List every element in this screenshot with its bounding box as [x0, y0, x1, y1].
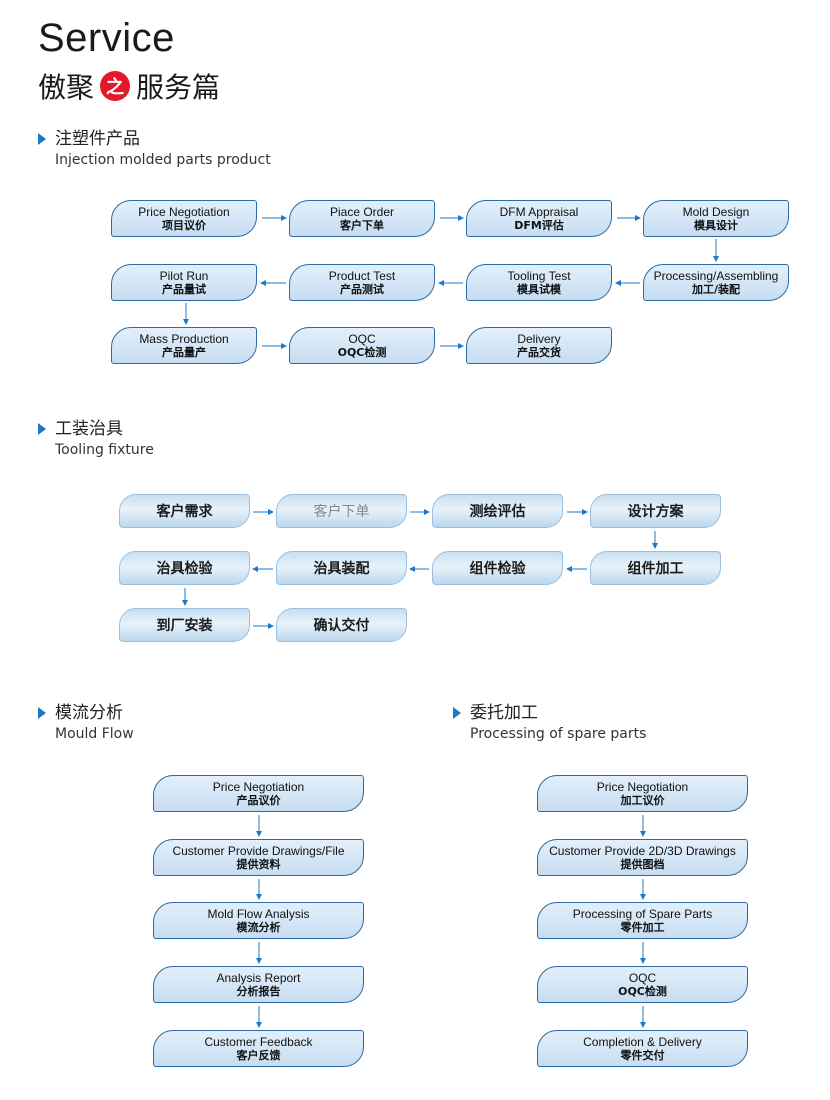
- step-cn: 加工/装配: [691, 282, 741, 296]
- step-cn: 提供资料: [236, 857, 281, 871]
- tooling-step: 设计方案: [590, 494, 721, 528]
- step-en: Piace Order: [329, 204, 395, 219]
- section-title-en: Tooling fixture: [55, 442, 154, 458]
- triangle-bullet-icon: [38, 423, 46, 435]
- step-en: OQC: [348, 331, 376, 346]
- step-cn: OQC检测: [337, 345, 387, 359]
- step-cn: 加工议价: [620, 793, 665, 807]
- tooling-step: 测绘评估: [432, 494, 563, 528]
- section-title-cn: 注塑件产品: [55, 129, 140, 149]
- step-cn: 零件加工: [620, 920, 665, 934]
- section-title-en: Processing of spare parts: [470, 726, 647, 742]
- triangle-bullet-icon: [38, 707, 46, 719]
- step-en: Analysis Report: [216, 970, 301, 985]
- step-cn: 产品测试: [340, 282, 384, 296]
- step-cn: 分析报告: [236, 984, 281, 998]
- step-en: DFM Appraisal: [499, 204, 579, 219]
- step-cn: OQC检测: [618, 984, 667, 998]
- step-en: Pilot Run: [159, 268, 209, 283]
- subtitle-right: 服务篇: [136, 71, 221, 104]
- section-spare-heading: 委托加工 Processing of spare parts: [453, 702, 646, 744]
- step-cn: 模流分析: [236, 920, 281, 934]
- section-tooling-heading: 工装治具 Tooling fixture: [38, 418, 154, 460]
- section-title-cn: 模流分析: [55, 703, 123, 723]
- section-mould-heading: 模流分析 Mould Flow: [38, 702, 134, 744]
- step-en: Product Test: [328, 268, 396, 283]
- section-title-en: Mould Flow: [55, 726, 134, 742]
- step-cn: 产品量产: [162, 345, 206, 359]
- triangle-bullet-icon: [38, 133, 46, 145]
- step-en: Customer Provide 2D/3D Drawings: [549, 843, 736, 858]
- tooling-step: 客户需求: [119, 494, 250, 528]
- tooling-step: 确认交付: [276, 608, 407, 642]
- tooling-step: 治具装配: [276, 551, 407, 585]
- step-cn: 产品量试: [162, 282, 206, 296]
- step-en: Price Negotiation: [138, 204, 230, 219]
- step-en: Mold Flow Analysis: [207, 906, 310, 921]
- step-cn: 客户下单: [340, 218, 384, 232]
- step-en: Price Negotiation: [212, 779, 305, 794]
- badge-icon: 之: [100, 71, 131, 101]
- tooling-step: 组件加工: [590, 551, 721, 585]
- step-cn: 产品交货: [517, 345, 561, 359]
- step-en: Processing/Assembling: [653, 268, 779, 283]
- tooling-step: 治具检验: [119, 551, 250, 585]
- section-injection-heading: 注塑件产品 Injection molded parts product: [38, 128, 271, 170]
- tooling-step: 组件检验: [432, 551, 563, 585]
- step-cn: 项目议价: [162, 218, 206, 232]
- step-en: Tooling Test: [507, 268, 571, 283]
- step-cn: 零件交付: [620, 1048, 665, 1062]
- page-title: Service: [38, 16, 175, 60]
- tooling-step: 客户下单: [276, 494, 407, 528]
- tooling-step: 到厂安装: [119, 608, 250, 642]
- section-title-cn: 委托加工: [470, 703, 538, 723]
- step-cn: 客户反馈: [236, 1048, 281, 1062]
- step-cn: 产品议价: [236, 793, 281, 807]
- step-cn: 提供图档: [620, 857, 665, 871]
- subtitle-left: 傲聚: [38, 71, 95, 104]
- step-cn: DFM评估: [514, 218, 564, 232]
- step-en: Customer Feedback: [204, 1034, 313, 1049]
- step-en: Delivery: [517, 331, 561, 346]
- section-title-en: Injection molded parts product: [55, 152, 271, 168]
- step-en: Completion & Delivery: [583, 1034, 702, 1049]
- step-en: Processing of Spare Parts: [572, 906, 713, 921]
- step-en: Mold Design: [682, 204, 750, 219]
- section-title-cn: 工装治具: [55, 419, 123, 439]
- step-en: Mass Production: [139, 331, 229, 346]
- triangle-bullet-icon: [453, 707, 461, 719]
- step-cn: 模具试模: [517, 282, 561, 296]
- step-en: OQC: [628, 970, 657, 985]
- step-en: Customer Provide Drawings/File: [172, 843, 345, 858]
- step-en: Price Negotiation: [596, 779, 689, 794]
- page-subtitle: 傲聚 之 服务篇: [38, 66, 220, 106]
- step-cn: 模具设计: [694, 218, 738, 232]
